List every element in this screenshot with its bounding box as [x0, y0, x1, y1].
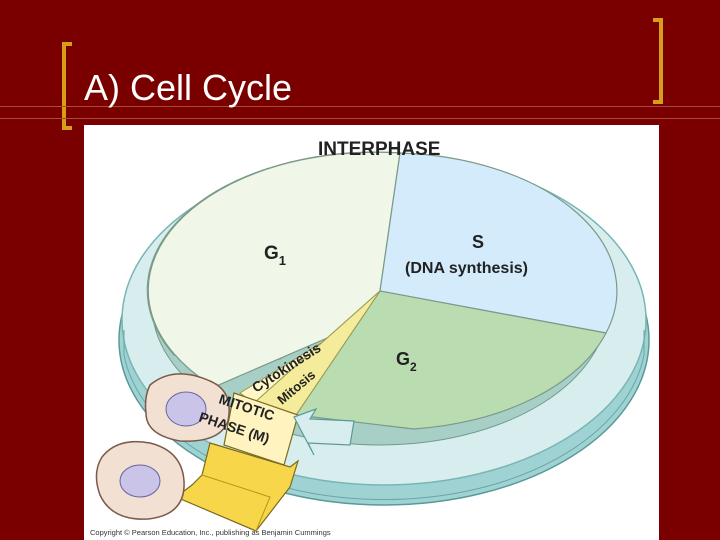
mitotic-phase-arrow [174, 392, 300, 532]
g1-label: G1 [264, 243, 286, 268]
cell-cycle-diagram: INTERPHASE G1 S (DNA synthesis) G2 Cytok… [90, 139, 650, 537]
title-rule-bottom [0, 118, 720, 119]
g2-sector [294, 290, 607, 430]
dividing-cell-top [144, 373, 230, 442]
title-rule-top [0, 106, 720, 107]
copyright-text: Copyright © Pearson Education, Inc., pub… [90, 528, 331, 537]
g1-sector-main [147, 151, 401, 388]
interphase-label: INTERPHASE [318, 139, 440, 160]
cell-cycle-figure: INTERPHASE G1 S (DNA synthesis) G2 Cytok… [84, 125, 659, 540]
s-label: S [472, 232, 484, 252]
cycle-return-arrow [293, 407, 355, 456]
right-bracket-decoration [653, 18, 663, 104]
s-sector [379, 152, 618, 334]
dividing-cell-bottom [95, 440, 185, 520]
g2-label: G2 [396, 349, 417, 374]
slide-title: A) Cell Cycle [84, 67, 293, 108]
left-bracket-decoration [62, 42, 72, 130]
s-sublabel: (DNA synthesis) [405, 260, 528, 277]
